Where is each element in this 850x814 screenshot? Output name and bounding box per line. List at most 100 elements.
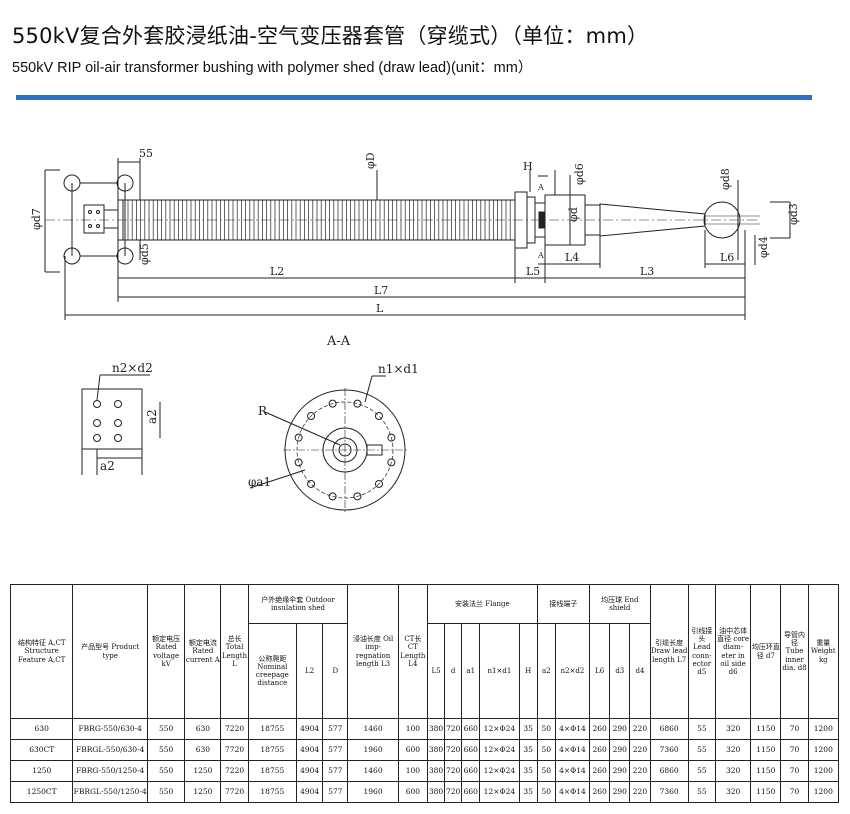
header-end-shield: 均压球 End shield (589, 584, 651, 624)
header-a2: a2 (536, 623, 556, 719)
dim-a2-horizontal-label: a2 (100, 459, 115, 473)
header-terminal: 接线端子 (536, 584, 591, 624)
table-cell: 35 (518, 739, 538, 761)
section-AA-title: A-A (326, 334, 351, 349)
table-cell: 220 (629, 781, 651, 803)
table-cell: 1250 (184, 760, 222, 782)
header-d8: 导管内径 Tube inner dia. d8 (780, 584, 809, 719)
dim-L-label: L (376, 302, 384, 315)
table-cell: 660 (461, 760, 481, 782)
table-cell: 55 (687, 739, 716, 761)
table-cell: 50 (536, 718, 556, 740)
table-cell: 380 (426, 760, 446, 782)
table-cell: 290 (609, 781, 631, 803)
header-flange: 安装法兰 Flange (426, 584, 538, 624)
bolt-hole (294, 458, 303, 467)
bolt-hole (328, 492, 337, 501)
header-d6: 油中芯体直径 core diam-eter in oil side d6 (714, 584, 752, 719)
dim-L7-label: L7 (374, 284, 388, 297)
title-divider (16, 95, 812, 100)
table-cell: 577 (322, 781, 349, 803)
table-cell: 577 (322, 739, 349, 761)
dim-L5-label: L5 (526, 265, 540, 278)
table-cell: 1960 (347, 781, 399, 803)
table-cell: 660 (461, 718, 481, 740)
header-d: d (444, 623, 463, 719)
page-title-chinese: 550kV复合外套胶浸纸油-空气变压器套管（穿缆式）（单位：mm） (12, 24, 649, 48)
table-cell: 220 (629, 739, 651, 761)
table-cell: 720 (444, 760, 463, 782)
table-cell: 1200 (807, 718, 840, 740)
table-cell: 100 (397, 760, 428, 782)
dim-55-label: 55 (139, 147, 153, 160)
header-L4: CT长 CT Length L4 (397, 584, 428, 719)
table-cell: 4×Φ14 (554, 760, 591, 782)
table-cell: 4×Φ14 (554, 718, 591, 740)
bolt-hole (353, 399, 362, 408)
end-shield (703, 201, 741, 239)
radius-R-label: R (258, 404, 268, 418)
table-cell: 380 (426, 718, 446, 740)
table-cell: 18755 (247, 760, 298, 782)
table-cell: 380 (426, 781, 446, 803)
flange-holes-label: n1×d1 (378, 362, 419, 376)
dim-L3-label: L3 (640, 265, 654, 278)
table-cell: 35 (518, 718, 538, 740)
bolt-hole (294, 433, 303, 442)
dim-phid7-label: φd7 (30, 208, 43, 230)
header-weight: 重量 Weight kg (807, 584, 840, 719)
table-cell: 630 (9, 718, 74, 740)
table-cell: 100 (397, 718, 428, 740)
dim-phiD-label: φD (364, 152, 377, 169)
dim-phid-label: φd (567, 207, 580, 222)
table-cell: 290 (609, 718, 631, 740)
table-cell: 55 (687, 760, 716, 782)
header-structure: 结构特征 A,CT Structure Feature A,CT (9, 584, 74, 719)
table-cell: 70 (780, 718, 809, 740)
header-outdoor-shed: 户外绝缘伞套 Outdoor insulation shed (247, 584, 349, 624)
table-cell: 320 (714, 781, 752, 803)
header-D: D (322, 623, 349, 719)
table-cell: 50 (536, 760, 556, 782)
table-cell: 50 (536, 739, 556, 761)
dim-phid6-label: φd6 (573, 163, 586, 185)
table-cell: 320 (714, 718, 752, 740)
table-cell: 6860 (649, 718, 689, 740)
table-cell: 12×Φ24 (479, 760, 520, 782)
page-title-english: 550kV RIP oil-air transformer bushing wi… (12, 60, 533, 76)
dim-H-label: H (523, 160, 533, 173)
dim-phid4-label: φd4 (757, 236, 770, 258)
table-cell: 70 (780, 781, 809, 803)
header-H: H (518, 623, 538, 719)
table-cell: 320 (714, 760, 752, 782)
dim-phid8-label: φd8 (719, 168, 732, 190)
table-cell: 4×Φ14 (554, 781, 591, 803)
table-cell: FBRG-550/630-4 (72, 718, 148, 740)
table-cell: 70 (780, 760, 809, 782)
table-cell: 1200 (807, 781, 840, 803)
table-cell: 660 (461, 739, 481, 761)
bolt-hole (353, 492, 362, 501)
dim-phid3-label: φd3 (787, 203, 800, 225)
table-cell: 1250CT (9, 781, 74, 803)
bushing-technical-drawing: 55 φD H A A φd6 φd φd8 φd3 φd4 φd7 φd5 L… (30, 147, 800, 512)
ct-section (544, 194, 586, 246)
dim-L2-label: L2 (270, 265, 284, 278)
header-n2d2: n2×d2 (554, 623, 591, 719)
header-d7: 均压环直径 d7 (750, 584, 782, 719)
header-n1d1: n1×d1 (479, 623, 520, 719)
dim-L6-label: L6 (720, 251, 734, 264)
bolt-hole (307, 412, 316, 421)
table-cell: 577 (322, 760, 349, 782)
table-cell: 1960 (347, 739, 399, 761)
table-cell: 260 (589, 718, 611, 740)
table-cell: 290 (609, 760, 631, 782)
table-cell: 260 (589, 781, 611, 803)
table-cell: 550 (146, 718, 186, 740)
table-cell: 550 (146, 781, 186, 803)
table-cell: 1150 (750, 718, 782, 740)
table-cell: 720 (444, 781, 463, 803)
header-a1: a1 (461, 623, 481, 719)
